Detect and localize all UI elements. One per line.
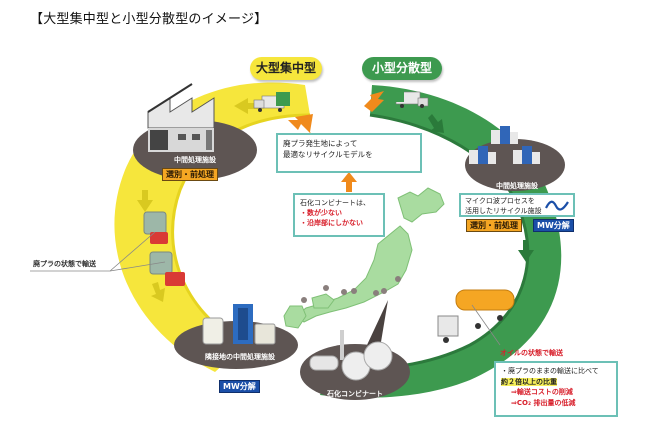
japan-map: [283, 187, 445, 329]
large-centralized-label: 大型集中型: [250, 57, 322, 80]
page-title: 【大型集中型と小型分散型のイメージ】: [30, 12, 268, 27]
large-facility-bottom-label: 隣接地の中間処理施設: [205, 353, 275, 361]
large-facility-top-label: 中間処理施設: [174, 156, 216, 164]
optimal-model-line1: 廃プラ発生地によって: [283, 139, 358, 148]
microwave-facility-box: マイクロ波プロセスを 活用したリサイクル施設: [459, 193, 575, 217]
plus-sign: +: [524, 217, 533, 228]
garbage-truck-icon: [392, 90, 429, 108]
large-preprocess-tag: 選別・前処理: [162, 168, 218, 181]
benefit-line2: 約２倍以上の比重: [501, 377, 557, 386]
microwave-logo-icon: [545, 200, 569, 211]
benefit-line4: ⇒CO₂ 排出量の低減: [511, 398, 576, 407]
optimal-model-box: 廃プラ発生地によって 最適なリサイクルモデルを: [276, 133, 422, 173]
kombinat-point-few: ・数が少ない: [300, 209, 342, 217]
kombinat-marker-icon: [301, 276, 401, 303]
benefit-line2-wrap: 約２倍以上の比重: [501, 377, 611, 388]
kombinat-icon: [309, 330, 393, 381]
kombinat-intro: 石化コンビナートは、: [300, 199, 370, 207]
plastic-truck-icon: [143, 211, 185, 286]
small-mw-tag: MW分解: [533, 219, 574, 232]
garbage-truck-icon: [253, 92, 290, 112]
mw-plant-icon: [202, 304, 276, 345]
large-mw-tag: MW分解: [219, 380, 260, 393]
microwave-box-line1: マイクロ波プロセスを: [465, 197, 535, 205]
small-distributed-label: 小型分散型: [362, 57, 442, 80]
optimal-model-line2: 最適なリサイクルモデルを: [283, 150, 373, 159]
arrow-icon: [137, 98, 258, 302]
benefit-line1: ・廃プラのままの輸送に比べて: [501, 367, 599, 375]
microwave-box-line2: 活用したリサイクル施設: [465, 207, 542, 215]
factory-icon: [147, 83, 215, 152]
tanker-truck-icon: [437, 289, 515, 343]
arrow-icon: [428, 114, 534, 262]
small-facility-label: 中間処理施設: [496, 182, 538, 190]
oil-transport-callout: オイルの状態で輸送: [500, 349, 563, 357]
kombinat-point-coastal: ・沿岸部にしかない: [300, 219, 363, 227]
plastic-transport-callout: 廃プラの状態で輸送: [33, 260, 96, 268]
benefit-box: ・廃プラのままの輸送に比べて 約２倍以上の比重 ⇒輸送コストの削減 ⇒CO₂ 排…: [494, 361, 618, 417]
kombinat-label: 石化コンビナート: [327, 390, 383, 398]
mw-facility-icon: [469, 126, 540, 164]
kombinat-box: 石化コンビナートは、 ・数が少ない ・沿岸部にしかない: [293, 193, 385, 237]
orange-arrow-icon: [288, 91, 384, 192]
small-preprocess-tag: 選別・前処理: [466, 219, 522, 232]
benefit-line3: ⇒輸送コストの削減: [511, 388, 573, 396]
